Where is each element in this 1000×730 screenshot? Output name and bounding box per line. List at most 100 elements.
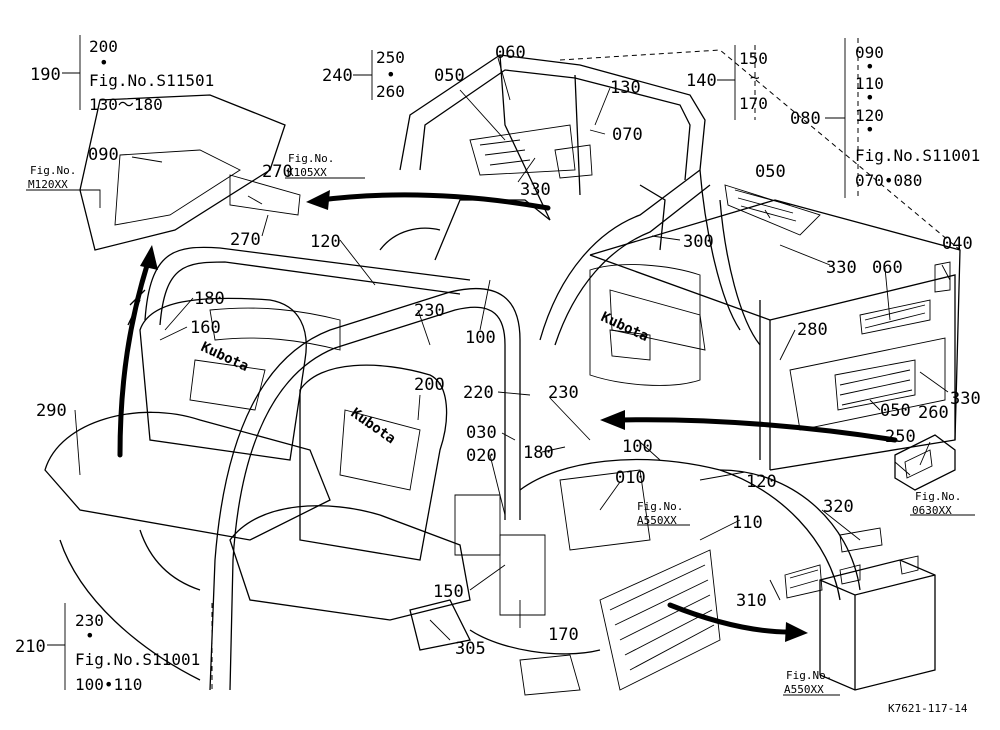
group-190-dot: • [99,53,109,72]
callout-120-top: 120 [310,232,341,252]
fig-ref-m120-label: Fig.No. [30,164,76,177]
group-190-line2: Fig.No.S11501 [89,71,214,90]
callout-240: 240 [322,66,353,86]
brand-text-right-seat: Kubota [348,405,399,447]
group-080-line4: Fig.No.S11001 [855,146,980,165]
group-080-line2: 110 [855,74,884,93]
fig-ref-k105: Fig.No. K105XX [287,152,334,179]
callout-120-bottom: 120 [746,472,777,492]
group-080: 080 090 • 110 • 120 • Fig.No.S11001 070•… [790,43,980,190]
arrow-head-m120 [140,245,158,270]
callout-200: 200 [414,375,445,395]
cargo-bed [559,49,961,471]
decal-hatches [479,139,926,671]
group-240-line2: 260 [376,82,405,101]
seats [44,264,701,621]
fig-ref-a550-lower-code: A550XX [784,683,824,696]
callout-280: 280 [797,320,828,340]
battery-icon [784,527,936,691]
fig-ref-a550-upper: Fig.No. A550XX [637,500,683,527]
callout-180-left: 180 [194,289,225,309]
callout-310: 310 [736,591,767,611]
brand-text-rear-seat: Kubota [598,309,651,345]
callout-070: 070 [612,125,643,145]
group-240-dot: • [386,65,396,84]
group-080-line1: 090 [855,43,884,62]
group-190: 190 200 • Fig.No.S11501 130〜180 [30,37,214,114]
group-210-dot: • [85,626,95,645]
brand-text-left-seat: Kubota [198,339,251,375]
callout-050-right: 050 [755,162,786,182]
callout-170: 170 [548,625,579,645]
fig-ref-a550-upper-code: A550XX [637,514,677,527]
callout-330-top: 330 [520,180,551,200]
callout-100-mid: 100 [465,328,496,348]
callout-320: 320 [823,497,854,517]
front-fender [59,458,861,696]
callout-100-right: 100 [622,437,653,457]
diagram-code: K7621-117-14 [888,702,968,715]
callout-080: 080 [790,109,821,129]
callout-050-bottom: 050 [880,401,911,421]
group-210-line2: Fig.No.S11001 [75,650,200,669]
callout-labels: 090 270 270 060 050 130 070 330 050 300 … [36,43,981,659]
callout-180-mid: 180 [523,443,554,463]
group-140-tilde: ~ [750,68,760,87]
group-240-line1: 250 [376,48,405,67]
heat-shield-part [894,434,956,491]
callout-050-top: 050 [434,66,465,86]
callout-030: 030 [466,423,497,443]
callout-110: 110 [732,513,763,533]
callout-150: 150 [433,582,464,602]
group-140: 140 150 ~ 170 [686,49,768,113]
callout-210: 210 [15,637,46,657]
group-080-dot2: • [865,88,875,107]
group-190-line1: 200 [89,37,118,56]
group-140-line2: 170 [739,94,768,113]
flow-arrows [117,190,898,642]
machine-artwork: Kubota Kubota Kubota [44,49,961,696]
fig-ref-k105-code: K105XX [287,166,327,179]
arrow-head-a550b [785,622,808,642]
callout-305: 305 [455,639,486,659]
callout-060-right: 060 [872,258,903,278]
callout-260: 260 [918,403,949,423]
group-080-line3: 120 [855,106,884,125]
callout-060-top: 060 [495,43,526,63]
fig-ref-0630: Fig.No. 0630XX [912,490,961,517]
arrow-head-k105 [306,190,330,210]
callout-230-mid: 230 [414,301,445,321]
fig-ref-0630-code: 0630XX [912,504,952,517]
callout-330-mid: 330 [826,258,857,278]
group-210-line1: 230 [75,611,104,630]
dash-panel [79,94,301,251]
group-210: 210 230 • Fig.No.S11001 100•110 [15,611,200,694]
group-190-line3: 130〜180 [89,95,163,114]
callout-190: 190 [30,65,61,85]
callout-160: 160 [190,318,221,338]
callout-330-bottom: 330 [950,389,981,409]
group-210-line3: 100•110 [75,675,142,694]
callout-250: 250 [885,427,916,447]
fig-ref-a550-upper-label: Fig.No. [637,500,683,513]
callout-230-right: 230 [548,383,579,403]
group-140-line1: 150 [739,49,768,68]
fig-ref-a550-lower: Fig.No. A550XX [784,669,832,696]
arrow-head-a550a [600,410,625,430]
fig-ref-a550-lower-label: Fig.No. [786,669,832,682]
callout-130: 130 [610,78,641,98]
callout-290: 290 [36,401,67,421]
callout-140: 140 [686,71,717,91]
group-080-dot1: • [865,57,875,76]
group-080-line5: 070•080 [855,171,922,190]
callout-220: 220 [463,383,494,403]
fig-ref-0630-label: Fig.No. [915,490,961,503]
callout-040: 040 [942,234,973,254]
fig-ref-m120: Fig.No. M120XX [28,164,76,191]
callout-090: 090 [88,145,119,165]
group-240: 240 250 • 260 [322,48,405,101]
callout-270-bottom: 270 [230,230,261,250]
callout-300: 300 [683,232,714,252]
